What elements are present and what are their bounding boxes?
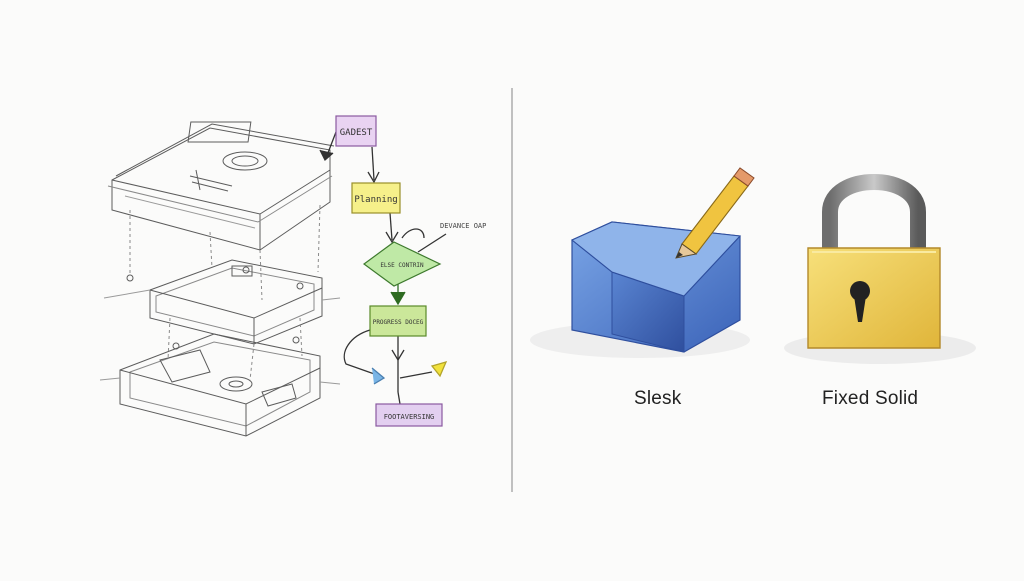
flow-node-0-label: GADEST <box>340 128 373 138</box>
flow-node-3-label: PROGRESS DOCEG <box>373 319 424 326</box>
flow-node-1-label: Planning <box>354 195 397 205</box>
flow-annotation: DEVANCE OAP <box>440 222 486 230</box>
middle-frame <box>103 259 341 345</box>
flow-branch-left <box>343 329 381 377</box>
base-plate <box>99 333 341 437</box>
flow-arrow-1 <box>371 146 375 181</box>
flow-node-3: PROGRESS DOCEG <box>369 305 427 337</box>
padlock-icon <box>784 174 976 364</box>
flow-node-1: Planning <box>351 182 401 214</box>
screws <box>126 266 304 350</box>
flow-arrow-5 <box>397 391 401 405</box>
flow-node-4-label: FOOTAVERSING <box>384 413 435 421</box>
caption-pencil-cube: Slesk <box>634 388 682 409</box>
flow-node-4: FOOTAVERSING <box>375 403 443 427</box>
annotation-leader <box>417 233 447 253</box>
flow-node-0: GADEST <box>335 115 377 147</box>
caption-padlock: Fixed Solid <box>822 388 919 409</box>
top-housing <box>107 121 335 251</box>
pencil-icon <box>675 167 755 259</box>
flow-arrow-2 <box>389 212 393 241</box>
flow-branch-right <box>399 371 433 379</box>
pencil-cube-icon <box>530 167 755 358</box>
flow-node-2-label: ELSE CONTRIN <box>380 262 424 269</box>
keyhole-icon <box>850 281 870 322</box>
flow-arrow-loop <box>401 228 425 239</box>
exploded-device-sketch <box>99 121 341 437</box>
flow-node-2: ELSE CONTRIN <box>362 241 442 287</box>
flowchart <box>319 131 448 405</box>
explosion-lines <box>129 204 321 381</box>
